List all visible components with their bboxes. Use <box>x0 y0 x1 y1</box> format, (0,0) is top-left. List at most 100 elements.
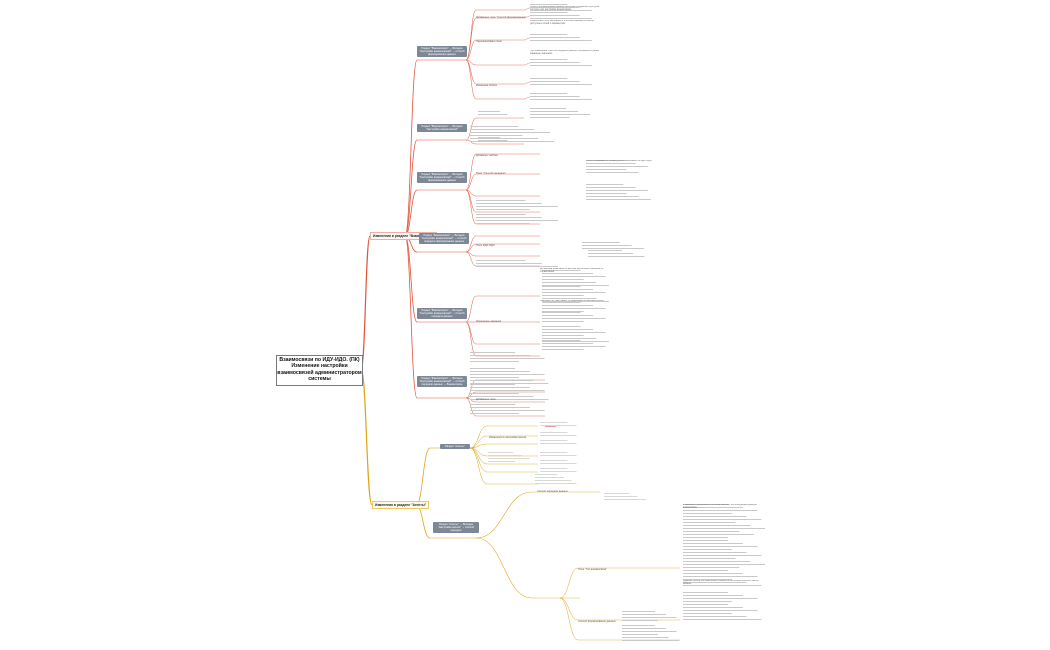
text-line <box>683 558 736 559</box>
text-line <box>470 141 555 142</box>
text-line <box>542 329 594 330</box>
text-line <box>588 250 623 251</box>
text-line <box>683 613 732 614</box>
text-line <box>683 507 743 508</box>
text-line <box>476 206 558 207</box>
connector-line <box>475 537 533 599</box>
text-line <box>530 18 592 19</box>
text-line <box>542 302 581 303</box>
text-line <box>586 184 624 185</box>
text-line <box>530 62 580 63</box>
sub-label[interactable]: Поле ИДУ-ИДО <box>476 244 495 247</box>
text-line <box>540 468 568 469</box>
sub-label[interactable]: Добавлен чекбокс <box>476 154 498 157</box>
text-line <box>542 321 584 322</box>
sub-label[interactable]: Добавлено поле <box>476 398 496 401</box>
connector-line <box>465 321 477 357</box>
text-line <box>542 285 609 286</box>
connector-line <box>469 443 488 449</box>
description-text: Поле отображается только для взаимосвязе… <box>586 160 653 162</box>
text-line <box>488 455 522 456</box>
text-line <box>683 504 729 505</box>
text-line <box>683 579 732 580</box>
description-text: Администратор системы может изменить нас… <box>683 580 759 585</box>
connector-line <box>404 235 418 399</box>
connector-line <box>465 153 477 191</box>
text-line <box>540 422 568 423</box>
text-line <box>470 361 519 362</box>
text-line <box>622 640 680 641</box>
text-line <box>542 286 581 287</box>
text-line <box>542 349 584 350</box>
connector-line <box>523 37 531 41</box>
connector-line <box>465 59 477 66</box>
sub-label[interactable]: Изменена логика <box>476 84 497 87</box>
text-line <box>540 443 577 444</box>
sub-label[interactable]: Изменения в настройке агента <box>489 436 527 439</box>
text-line <box>470 380 534 381</box>
text-line <box>530 4 568 5</box>
text-line <box>535 480 572 481</box>
text-line <box>470 352 516 353</box>
text-line <box>476 209 530 210</box>
section-header[interactable]: Раздел "Взаимосвязи" → Вкладка "Настройк… <box>417 124 467 133</box>
sub-label[interactable]: Изменение названия <box>476 320 502 323</box>
section-header[interactable]: Раздел "Взаимосвязи" → Вкладка "Настройк… <box>417 172 467 184</box>
text-line <box>530 96 580 97</box>
description-text: Значение по умолчанию устанавливается ав… <box>540 300 605 302</box>
text-line <box>542 295 584 296</box>
sub-label[interactable]: Способ формирования данных <box>578 620 616 623</box>
text-line <box>683 516 747 517</box>
connector-line <box>475 491 533 539</box>
text-line <box>476 263 542 264</box>
sub-label[interactable]: Поле "Способ передачи" <box>476 172 506 175</box>
text-line <box>470 390 545 391</box>
text-line <box>530 10 592 11</box>
branch-agents[interactable]: Изменения в разделе "Агенты" <box>372 501 430 509</box>
text-line <box>476 217 542 218</box>
text-line <box>683 585 762 586</box>
section-header[interactable]: Раздел "Взаимосвязи" → Вкладка "Настройк… <box>417 46 467 58</box>
connector-line <box>415 447 431 506</box>
root-topic[interactable]: Взаимосвязи по ИДУ-ИДО. (ПК) Изменение н… <box>276 355 363 386</box>
text-line <box>542 315 594 316</box>
text-line <box>530 93 568 94</box>
text-line <box>586 163 636 164</box>
text-line <box>582 242 620 243</box>
text-line <box>683 607 743 608</box>
text-line <box>470 384 516 385</box>
text-line <box>683 546 758 547</box>
text-line <box>542 341 609 342</box>
text-line <box>683 561 751 562</box>
section-header[interactable]: Раздел "Агенты" <box>440 444 470 450</box>
sub-label[interactable]: Поле "Тип взаимосвязи" <box>578 568 608 571</box>
sub-label[interactable]: Добавлено поле "Способ формирования" <box>476 16 527 19</box>
section-header[interactable]: Раздел "Агенты" → Вкладка "Настройки аге… <box>433 522 479 534</box>
text-line <box>683 549 732 550</box>
text-line <box>540 471 577 472</box>
text-line <box>683 552 747 553</box>
connector-line <box>465 39 477 61</box>
section-header[interactable]: Раздел "Взаимосвязи" → Вкладка "Настройк… <box>417 376 467 388</box>
text-line <box>683 564 765 565</box>
text-line <box>470 393 519 394</box>
text-line <box>586 190 648 191</box>
text-line <box>540 432 568 433</box>
text-line <box>530 34 568 35</box>
text-line <box>586 166 648 167</box>
connector-line <box>465 9 477 61</box>
text-line <box>476 220 558 221</box>
connector-line <box>559 567 579 599</box>
connector-line <box>523 15 531 19</box>
sub-label[interactable]: Переименовано поле <box>476 40 502 43</box>
text-line <box>530 15 580 16</box>
text-line <box>542 346 606 347</box>
connector-line <box>523 81 531 85</box>
text-line <box>542 292 606 293</box>
section-header[interactable]: Раздел "Взаимосвязи" → Вкладка "Настройк… <box>417 308 467 320</box>
text-line <box>683 528 765 529</box>
connector-line <box>465 189 477 225</box>
sub-label[interactable]: Способ передачи данных <box>537 490 568 493</box>
connector-line <box>469 447 488 473</box>
section-header[interactable]: Раздел "Взаимосвязи" → Вкладка "Настройк… <box>419 233 469 245</box>
